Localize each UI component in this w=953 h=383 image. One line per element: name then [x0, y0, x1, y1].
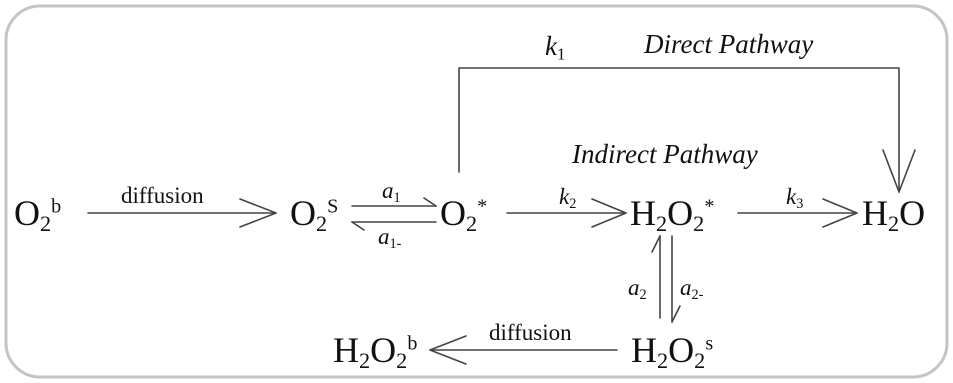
a2-rate-label: a2	[628, 275, 647, 303]
o2-surface-species: O2S	[290, 193, 339, 237]
diffusion-arrow-top	[87, 198, 277, 228]
h2o2-surface-species: H2O2s	[631, 330, 714, 374]
direct-pathway-label: Direct Pathway	[644, 29, 814, 59]
water-species: H2O	[862, 193, 926, 237]
indirect-pathway-label: Indirect Pathway	[572, 139, 758, 169]
k3-rate-label: k3	[786, 184, 804, 212]
a1-rate-label: a1	[382, 178, 401, 206]
k1-rate-label: k1	[545, 31, 566, 64]
o2-bulk-species: O2b	[14, 193, 62, 237]
h2o2-adsorbed-species: H2O2*	[630, 193, 715, 237]
o2-adsorbed-species: O2*	[440, 193, 488, 237]
k2-arrow	[506, 198, 627, 228]
diffusion-label-top: diffusion	[121, 183, 204, 208]
diffusion-arrow-bottom	[429, 335, 618, 365]
k3-arrow	[737, 198, 858, 228]
diffusion-label-bottom: diffusion	[489, 320, 572, 345]
direct-pathway-arrow	[458, 67, 916, 193]
k2-rate-label: k2	[559, 184, 577, 212]
a2-reverse-rate-label: a2-	[680, 275, 704, 303]
equilibrium-arrows-a1	[351, 197, 437, 231]
equilibrium-arrows-a2	[651, 235, 681, 323]
a1-reverse-rate-label: a1-	[378, 224, 402, 252]
h2o2-bulk-species: H2O2b	[333, 330, 418, 374]
